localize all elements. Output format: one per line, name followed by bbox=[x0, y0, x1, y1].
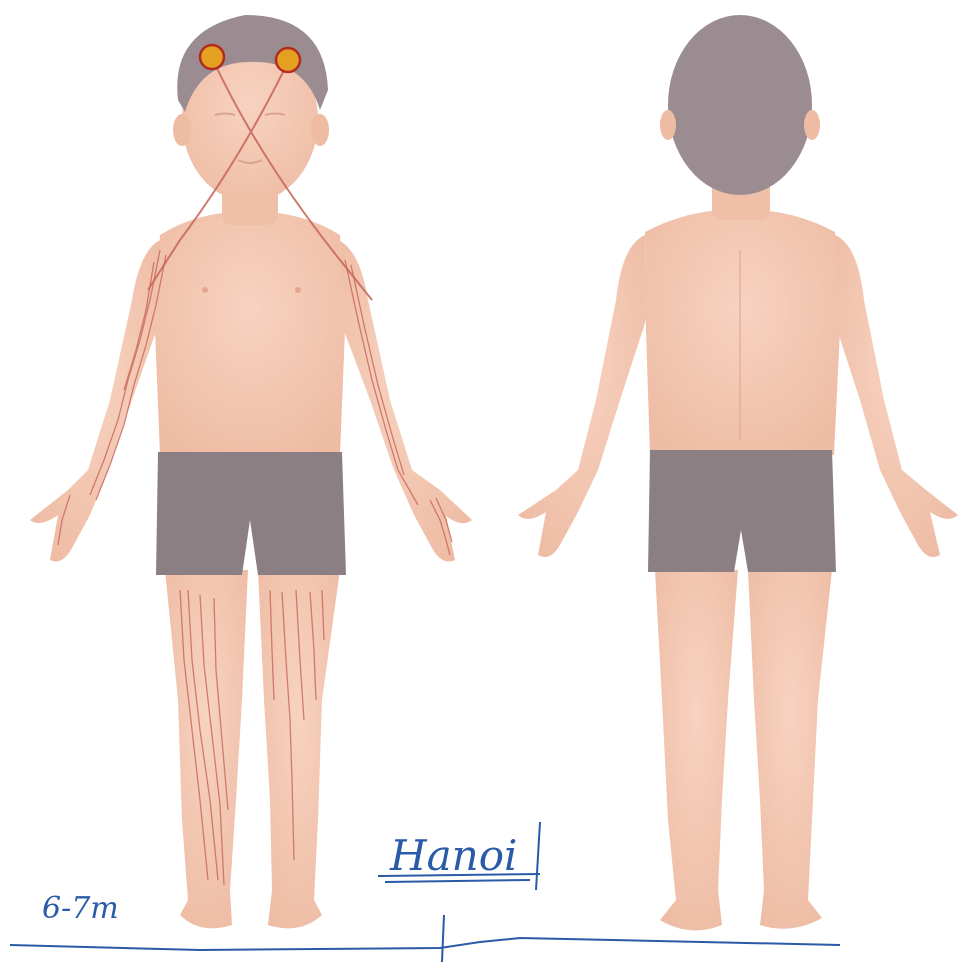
back-right-leg bbox=[655, 570, 738, 930]
front-shorts bbox=[156, 452, 346, 575]
back-shorts bbox=[648, 450, 836, 572]
front-left-arm bbox=[338, 240, 472, 562]
back-left-leg bbox=[748, 570, 832, 929]
age-note: 6-7m bbox=[42, 891, 119, 926]
pain-point-left-temple bbox=[276, 48, 300, 72]
back-body-figure bbox=[518, 15, 958, 930]
back-left-arm bbox=[834, 235, 958, 557]
front-torso bbox=[155, 212, 345, 455]
front-right-leg bbox=[165, 570, 248, 928]
front-body-figure bbox=[30, 15, 472, 928]
back-torso bbox=[645, 210, 840, 455]
front-right-arm bbox=[30, 240, 160, 562]
front-left-leg bbox=[258, 570, 340, 928]
pain-point-right-temple bbox=[200, 45, 224, 69]
back-right-arm bbox=[518, 235, 646, 557]
signature: Hanoi bbox=[389, 831, 517, 880]
back-head bbox=[668, 15, 812, 195]
